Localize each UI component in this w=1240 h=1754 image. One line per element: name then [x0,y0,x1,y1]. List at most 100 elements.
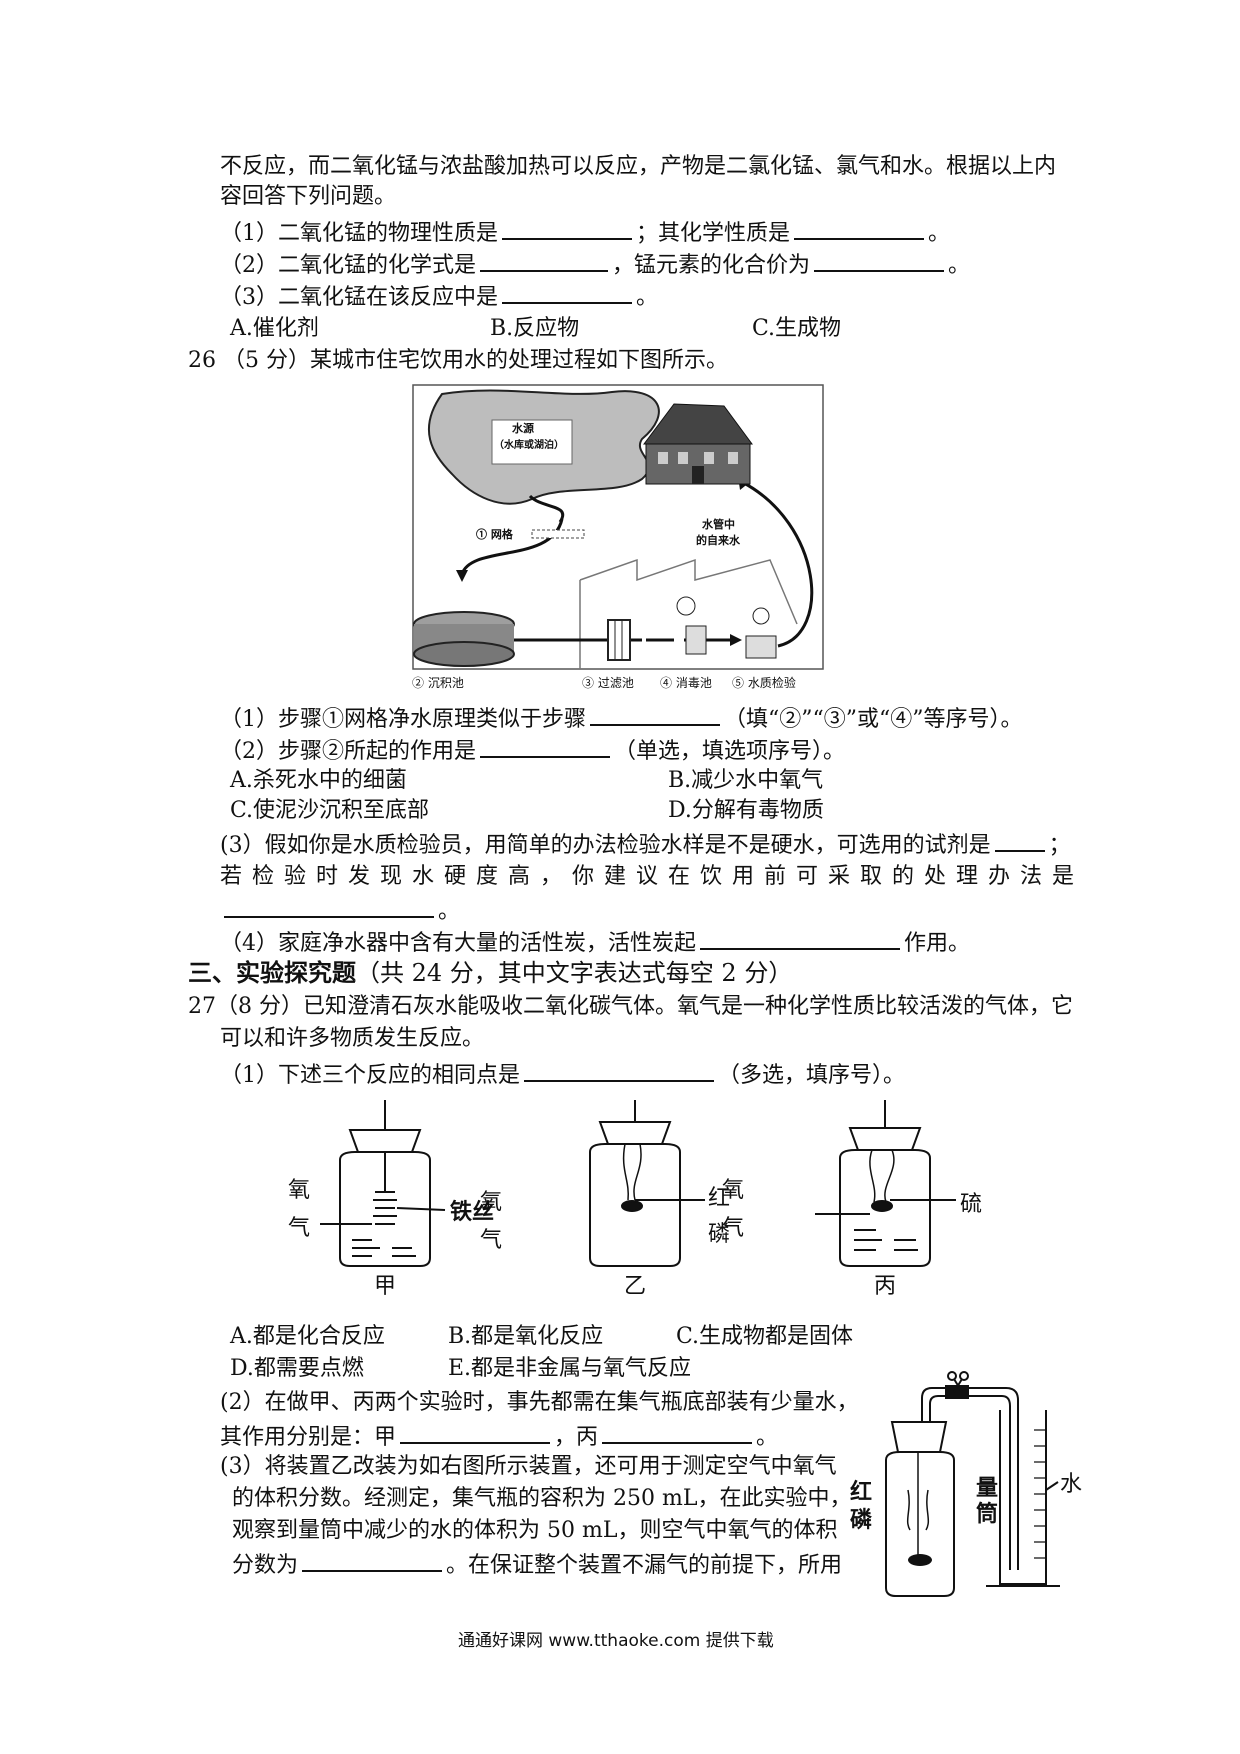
label-source: 水源 [512,422,534,435]
label-red-2: 磷 [708,1222,731,1247]
q27-s2c: ，丙 [554,1425,599,1450]
label-jia: 甲 [374,1274,397,1299]
q25-s2a: （2）二氧化锰的化学式是 [220,253,476,278]
combustion-jars-diagram [320,1100,956,1267]
label-oxygen-1: 氧 [288,1178,311,1203]
label-source-sub: （水库或湖泊） [494,440,564,451]
q26-sub3: (3）假如你是水质检验员，用简单的办法检验水样是不是硬水，可选用的试剂是 ； [220,828,1071,861]
label-oxygen-3: 氧 [722,1178,745,1203]
answer-blank[interactable] [794,216,925,240]
q27-option-d: D.都需要点燃 [230,1356,364,1381]
q27-s2-line2: 其作用分别是：甲，丙。 [220,1420,778,1453]
label-step3: ③ 过滤池 [582,676,634,690]
answer-blank[interactable] [814,248,945,272]
grid-mesh-icon [531,529,585,539]
q26-sub4: （4）家庭净水器中含有大量的活性炭，活性炭起 作用。 [220,926,970,959]
q27-s2d: 。 [756,1425,779,1450]
label-red-phosphorus-1: 红 [850,1479,873,1505]
label-cylinder-2: 筒 [976,1501,999,1527]
q26-sub3-line3: 。 [220,894,460,927]
q26-option-a: A.杀死水中的细菌 [230,768,407,793]
q27-s3-line2: 的体积分数。经测定，集气瓶的容积为 250 mL，在此实验中， [232,1486,852,1511]
page-footer: 通通好课网 www.tthaoke.com 提供下载 [458,1631,774,1651]
q27-s1b: （多选，填序号）。 [718,1063,906,1088]
label-gas-2: 气 [480,1228,503,1253]
answer-blank[interactable] [590,702,720,726]
label-pipe-1: 水管中 [702,518,735,531]
label-iron-wire: 铁丝 [450,1199,495,1225]
q25-s3b: 。 [636,285,659,310]
q25-s3a: （3）二氧化锰在该反应中是 [220,285,498,310]
q26-sub2: （2）步骤②所起的作用是（单选，填选项序号）。 [220,734,845,767]
label-red-phosphorus-2: 磷 [850,1507,873,1533]
answer-blank[interactable] [700,926,900,950]
apparatus-diagram [885,1371,1060,1597]
oxygen-measure-apparatus: 红 磷 量 筒 水 [850,1370,1090,1600]
q27-s2-line1: (2）在做甲、丙两个实验时，事先都需在集气瓶底部装有少量水， [220,1390,859,1415]
q26-s3b: ； [1048,833,1071,858]
q25-option-a: A.催化剂 [230,316,319,341]
combustion-jars-figure: 氧 气 铁丝 甲 氧 气 红 磷 乙 氧 气 硫 丙 [280,1100,1020,1300]
q26-s3d: 。 [438,899,461,924]
disinfection-icon [685,625,707,655]
q27-s3-line1: (3）将装置乙改装为如右图所示装置，还可用于测定空气中氧气 [220,1454,837,1479]
answer-blank[interactable] [480,734,610,758]
section3-title: 三、实验探究题 [188,958,356,987]
answer-blank[interactable] [524,1058,714,1082]
q26-s1b: （填“②”“③”或“④”等序号）。 [724,707,1023,732]
label-pipe-2: 的自来水 [696,534,740,547]
q26-option-c: C.使泥沙沉积至底部 [230,798,430,823]
answer-blank[interactable] [480,248,608,272]
q27-line2: 可以和许多物质发生反应。 [220,1026,485,1051]
q25-sub3: （3）二氧化锰在该反应中是 。 [220,280,658,313]
q25-sub2: （2）二氧化锰的化学式是，锰元素的化合价为。 [220,248,970,281]
q25-s2c: 。 [948,253,971,278]
section3-heading: 三、实验探究题（共 24 分，其中文字表达式每空 2 分） [188,958,792,988]
jar-bing-icon [815,1100,956,1267]
answer-blank[interactable] [224,894,434,918]
answer-blank[interactable] [502,216,632,240]
q26-s1a: （1）步骤①网格净水原理类似于步骤 [220,707,586,732]
label-sulfur: 硫 [960,1192,983,1217]
q27-s3d: 分数为 [232,1553,299,1578]
q25-s1b: ；其化学性质是 [636,221,791,246]
label-gas-3: 气 [722,1216,745,1241]
q27-option-a: A.都是化合反应 [230,1324,385,1349]
answer-blank[interactable] [602,1420,753,1444]
answer-blank[interactable] [302,1548,443,1572]
jar-jia-icon [320,1100,446,1267]
q25-s1a: （1）二氧化锰的物理性质是 [220,221,498,246]
q25-option-c: C.生成物 [752,316,842,341]
water-treatment-figure: 水源 （水库或湖泊） ① 网格 水管中 的自来水 ② 沉积池 ③ 过滤池 ④ 消… [412,384,824,692]
q26-s4b: 作用。 [904,931,971,956]
house-icon [643,403,753,485]
q27-option-e: E.都是非金属与氧气反应 [448,1356,692,1381]
q25-s1c: 。 [928,221,951,246]
q26-option-d: D.分解有毒物质 [668,798,824,823]
label-gas-1: 气 [288,1216,311,1241]
section3-note: （共 24 分，其中文字表达式每空 2 分） [356,959,793,987]
q27-s3-line4: 分数为。在保证整个装置不漏气的前提下，所用 [232,1548,842,1581]
q27-s1a: （1）下述三个反应的相同点是 [220,1063,520,1088]
label-step4: ④ 消毒池 [660,676,712,690]
q27-s3-line3: 观察到量筒中减少的水的体积为 50 mL，则空气中氧气的体积 [232,1518,838,1543]
q27-option-b: B.都是氧化反应 [448,1324,604,1349]
label-cylinder-1: 量 [976,1475,999,1501]
q26-s3a: (3）假如你是水质检验员，用简单的办法检验水样是不是硬水，可选用的试剂是 [220,833,991,858]
q26-sub1: （1）步骤①网格净水原理类似于步骤 （填“②”“③”或“④”等序号）。 [220,702,1022,735]
answer-blank[interactable] [994,828,1045,852]
q26-s2a: （2）步骤②所起的作用是 [220,739,476,764]
q27-sub1: （1）下述三个反应的相同点是 （多选，填序号）。 [220,1058,905,1091]
label-grid: ① 网格 [476,528,513,541]
answer-blank[interactable] [502,280,632,304]
q26-option-b: B.减少水中氧气 [668,768,824,793]
label-bing: 丙 [874,1274,897,1299]
label-water: 水 [1060,1472,1083,1497]
answer-blank[interactable] [400,1420,551,1444]
q25-line2: 容回答下列问题。 [220,184,397,209]
q26-s4a: （4）家庭净水器中含有大量的活性炭，活性炭起 [220,931,696,956]
label-step5: ⑤ 水质检验 [732,676,796,690]
q27-line1: 27（8 分）已知澄清石灰水能吸收二氧化碳气体。氧气是一种化学性质比较活泼的气体… [188,994,1073,1019]
label-red-1: 红 [708,1186,731,1211]
